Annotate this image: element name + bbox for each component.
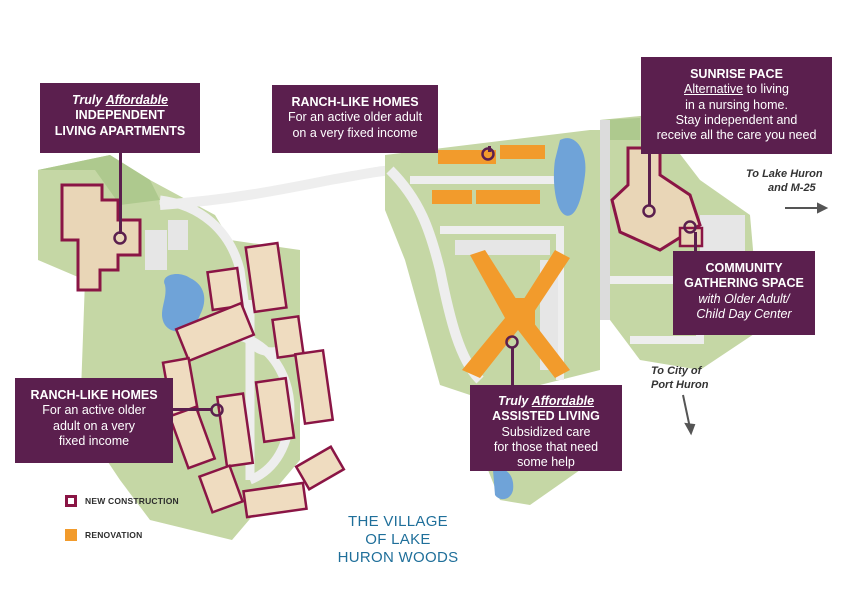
- ranch-top-line1: For an active older adult: [287, 110, 423, 125]
- community-sub2: Child Day Center: [696, 306, 792, 321]
- title-line3: HURON WOODS: [337, 549, 459, 566]
- ranch-left-title: RANCH-LIKE HOMES: [30, 388, 158, 402]
- ranch-left-line1: For an active older: [42, 403, 146, 418]
- title-line2: OF LAKE: [365, 531, 431, 548]
- ranch-top-title: RANCH-LIKE HOMES: [291, 95, 419, 109]
- sunrise-line2: in a nursing home.: [685, 97, 788, 112]
- independent-label: INDEPENDENT: [75, 108, 165, 123]
- direction-port-huron: To City of Port Huron: [651, 365, 708, 393]
- callout-independent-living: Truly Affordable INDEPENDENT LIVING APAR…: [40, 83, 200, 153]
- leader-ranch-top: [488, 146, 491, 152]
- new-construction-swatch: [65, 495, 77, 507]
- title-line1: THE VILLAGE: [347, 513, 448, 530]
- callout-ranch-homes-left: RANCH-LIKE HOMES For an active older adu…: [15, 378, 173, 463]
- callout-ranch-homes-top: RANCH-LIKE HOMES For an active older adu…: [272, 85, 438, 153]
- leader-community: [694, 232, 697, 252]
- leader-ranch-left: [172, 408, 212, 411]
- arrow-east-head: [817, 202, 829, 214]
- living-apartments-label: LIVING APARTMENTS: [54, 123, 186, 138]
- ranch-top-line2: on a very fixed income: [292, 125, 418, 140]
- alternative-label: Alternative: [684, 82, 744, 97]
- assisted-title: ASSISTED LIVING: [492, 409, 600, 424]
- lake-huron-line2: and M-25: [768, 181, 816, 194]
- leader-assisted: [511, 347, 514, 387]
- leader-sunrise: [648, 154, 651, 206]
- callout-community-gathering: COMMUNITY GATHERING SPACE with Older Adu…: [673, 251, 815, 335]
- ranch-left-line3: fixed income: [58, 433, 130, 448]
- affordable-label: Affordable: [105, 93, 169, 107]
- arrow-south-head: [684, 422, 696, 436]
- port-huron-line1: To City of: [651, 365, 702, 377]
- sunrise-line1-rest: to living: [743, 82, 789, 97]
- left-parcel: [38, 155, 401, 540]
- legend-renovation: RENOVATION: [65, 529, 142, 541]
- map-title: THE VILLAGE OF LAKE HURON WOODS: [318, 513, 478, 567]
- truly-label: Truly: [71, 93, 103, 107]
- assisted-line3: some help: [517, 455, 575, 469]
- community-title2: GATHERING SPACE: [684, 276, 804, 291]
- renovation-label: RENOVATION: [85, 530, 143, 540]
- direction-lake-huron: To Lake Huron and M-25: [746, 168, 823, 196]
- legend-new-construction: NEW CONSTRUCTION: [65, 495, 179, 507]
- assisted-line1: Subsidized care: [501, 424, 591, 439]
- ranch-left-line2: adult on a very: [53, 418, 135, 433]
- renovation-swatch: [65, 529, 77, 541]
- callout-assisted-living: Truly Affordable ASSISTED LIVING Subsidi…: [470, 385, 622, 471]
- pin-community: [683, 220, 697, 234]
- callout-sunrise-pace: SUNRISE PACE Alternative to living in a …: [641, 57, 832, 154]
- assisted-living-building: [462, 250, 570, 378]
- new-construction-label: NEW CONSTRUCTION: [85, 496, 179, 506]
- leader-independent: [119, 152, 122, 234]
- arrow-south: [682, 394, 691, 429]
- lake-huron-line1: To Lake Huron: [746, 168, 823, 180]
- port-huron-line2: Port Huron: [651, 378, 709, 391]
- assisted-truly-label: Truly: [497, 394, 529, 408]
- assisted-affordable-label: Affordable: [531, 394, 595, 408]
- sunrise-title: SUNRISE PACE: [690, 67, 783, 81]
- community-title1: COMMUNITY: [705, 261, 783, 275]
- sunrise-line4: receive all the care you need: [656, 128, 817, 142]
- community-sub1: with Older Adult/: [698, 291, 790, 306]
- assisted-line2: for those that need: [493, 439, 599, 454]
- sunrise-line3: Stay independent and: [675, 112, 798, 127]
